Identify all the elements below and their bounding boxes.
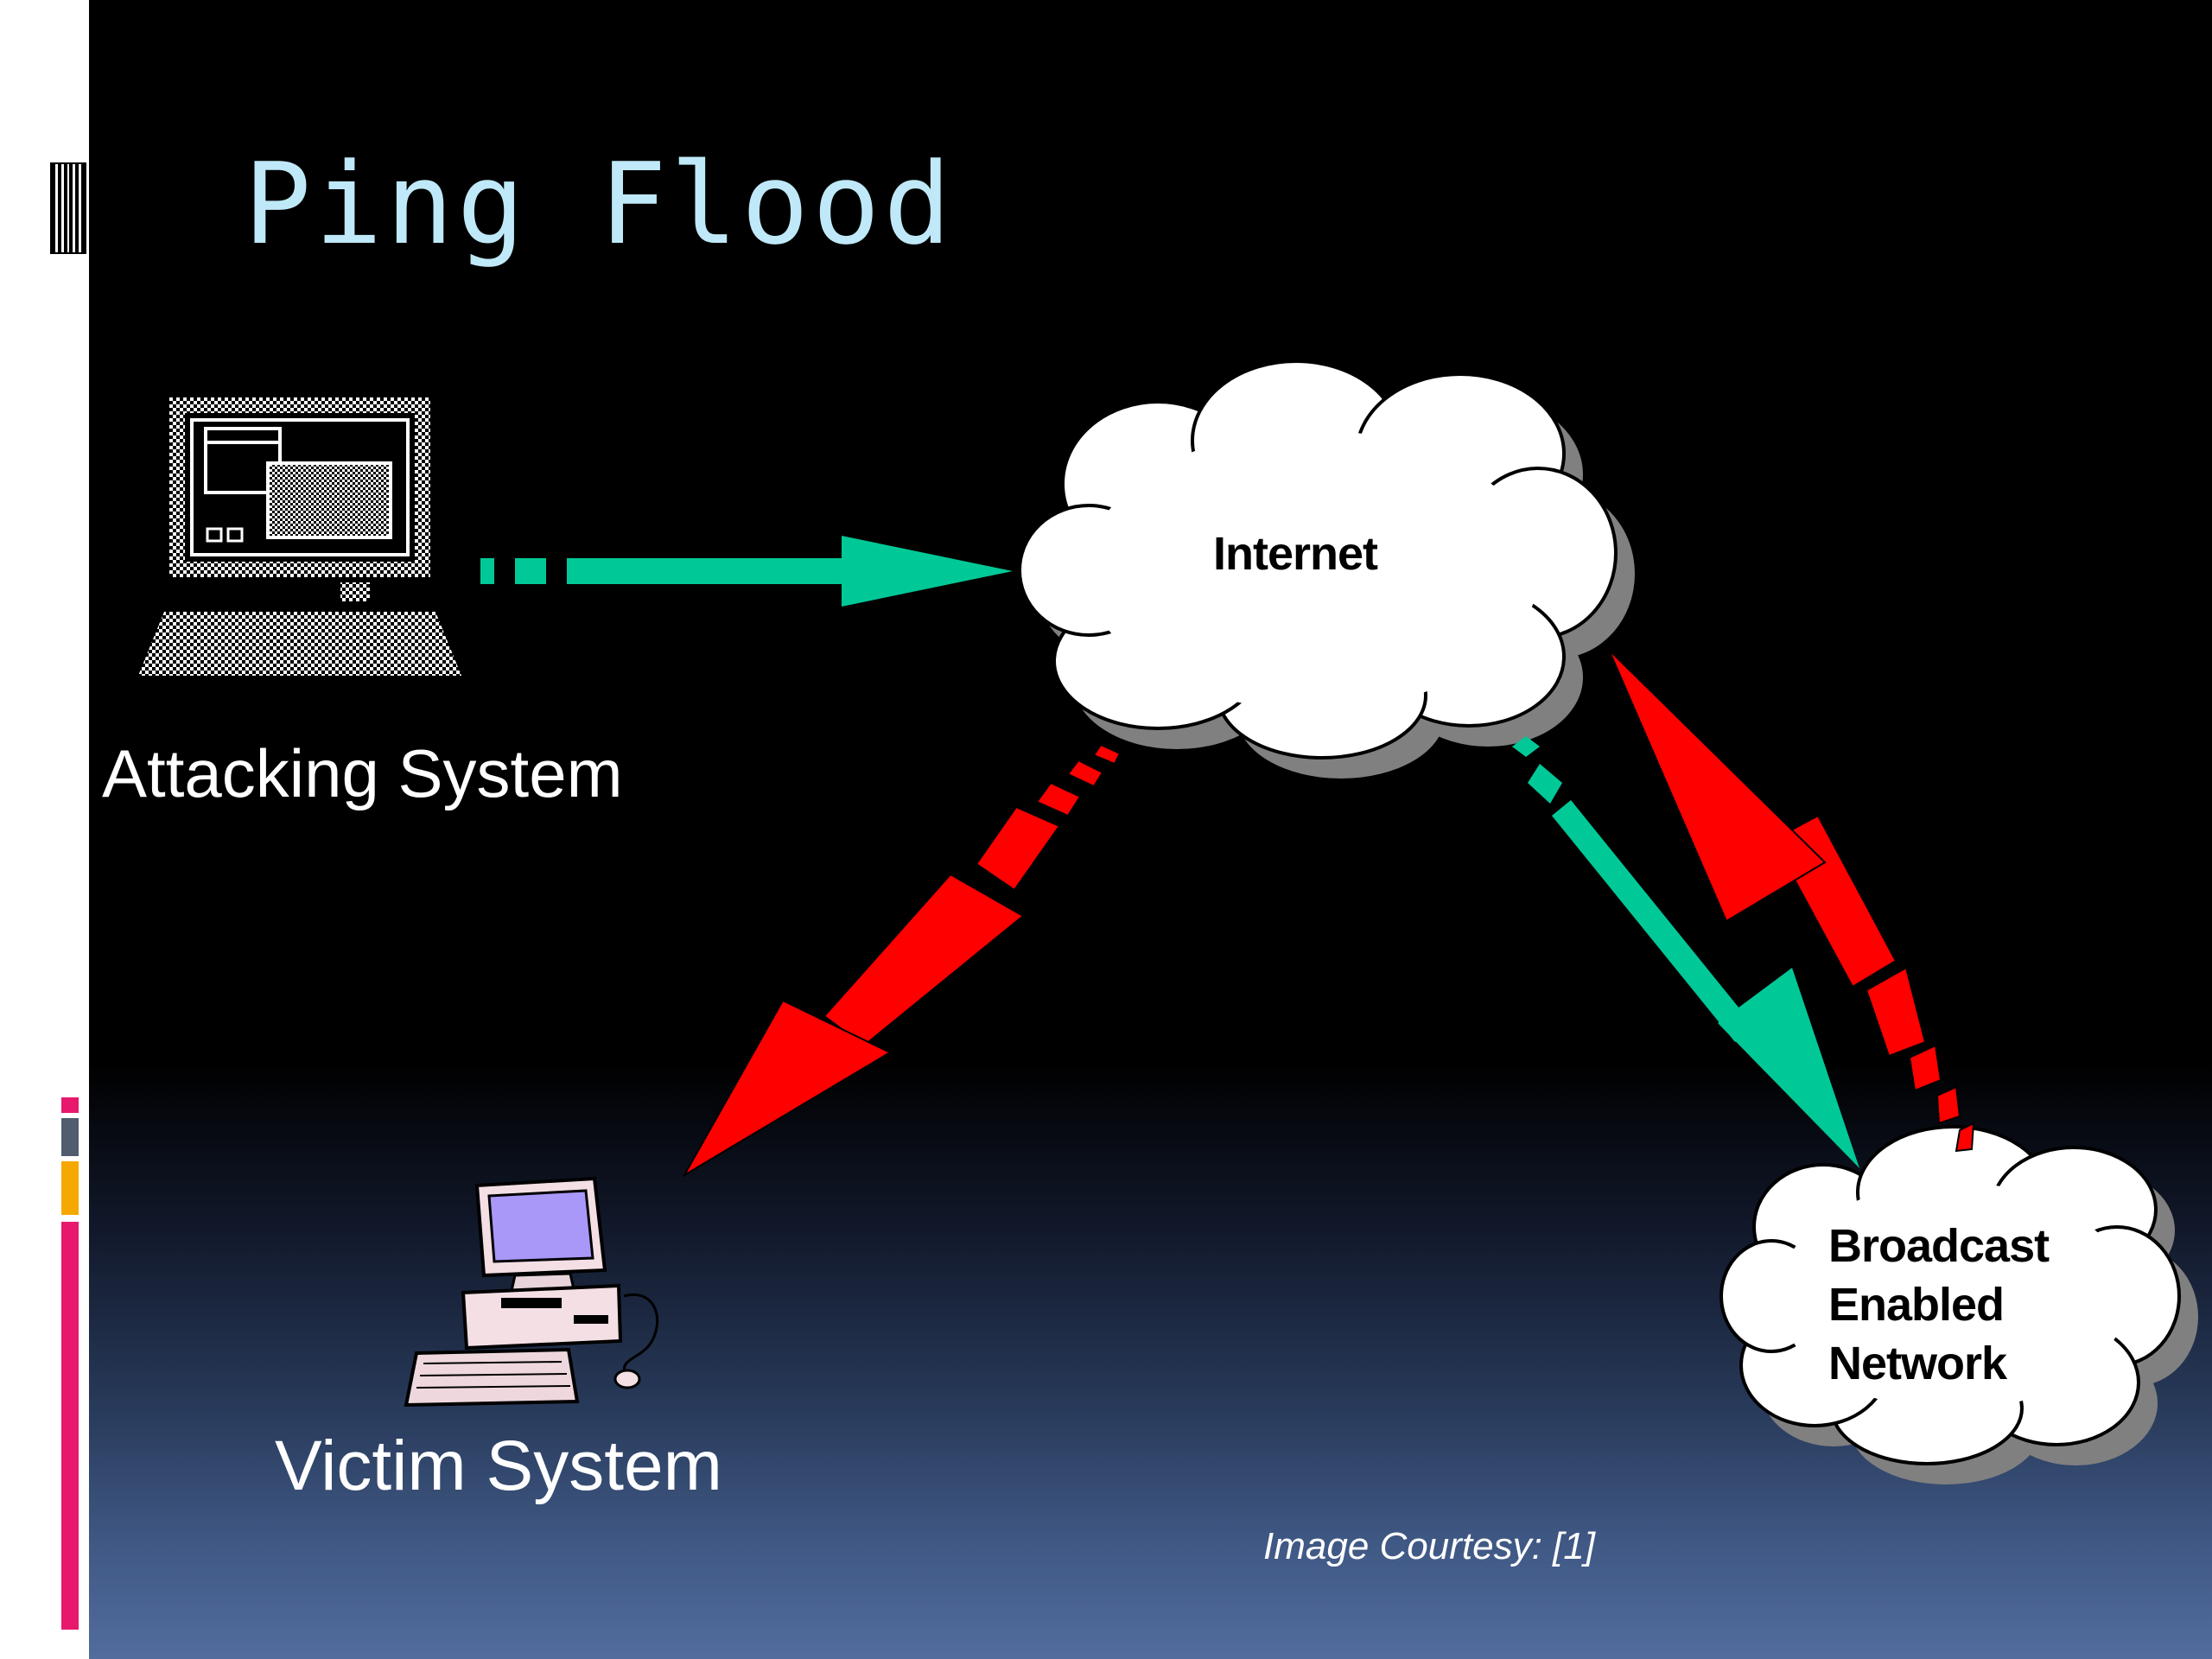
victim-computer-icon	[404, 1176, 659, 1408]
reply-flood-arrow-to-victim	[682, 743, 1122, 1178]
slide-title: Ping Flood	[244, 138, 955, 270]
left-sidebar	[0, 0, 89, 1659]
accent-bar-gray	[61, 1118, 79, 1156]
request-arrow-internet-to-broadcast	[1512, 736, 1859, 1168]
broadcast-network-label: Broadcast Enabled Network	[1828, 1217, 2050, 1393]
attacker-computer-icon	[138, 397, 461, 676]
request-arrow-attacker-to-internet	[480, 536, 1013, 607]
accent-bar-pink	[61, 1222, 79, 1630]
internet-cloud-icon	[1018, 359, 1635, 779]
victim-label: Victim System	[275, 1427, 722, 1505]
internet-label: Internet	[1213, 528, 1378, 580]
accent-bar-pink-top	[61, 1097, 79, 1113]
broadcast-network-cloud-icon	[1719, 1125, 2198, 1484]
broadcast-label-line3: Network	[1828, 1338, 2007, 1389]
accent-bar-orange	[61, 1161, 79, 1215]
reply-flood-arrow-to-internet	[1608, 649, 1975, 1153]
attacker-label: Attacking System	[102, 735, 623, 811]
barcode-stripes-decoration	[50, 162, 86, 254]
broadcast-label-line1: Broadcast	[1828, 1220, 2050, 1272]
broadcast-label-line2: Enabled	[1828, 1279, 2005, 1331]
image-courtesy-caption: Image Courtesy: [1]	[1263, 1525, 1595, 1567]
